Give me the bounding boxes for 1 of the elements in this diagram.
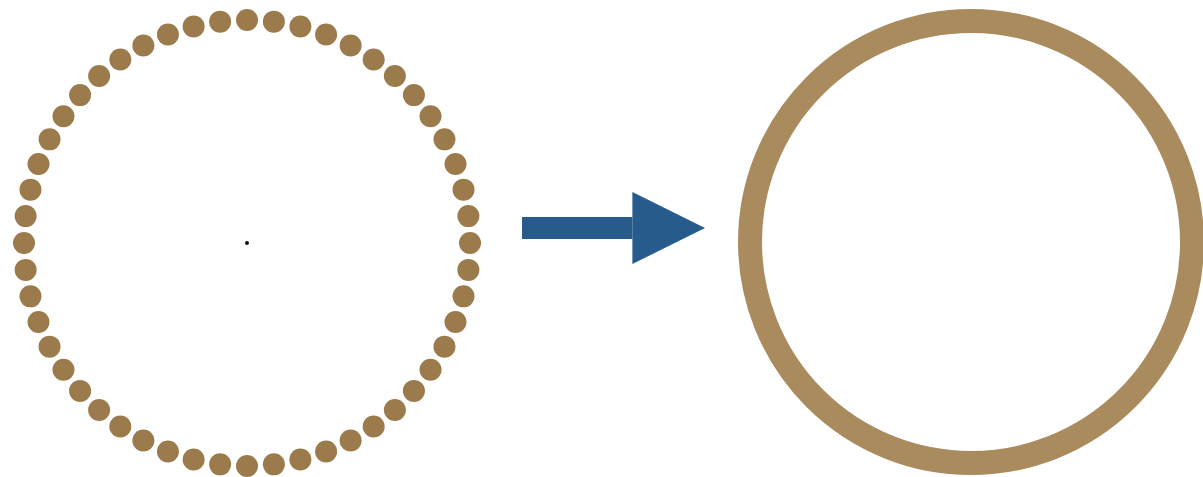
arrow: [522, 192, 705, 264]
